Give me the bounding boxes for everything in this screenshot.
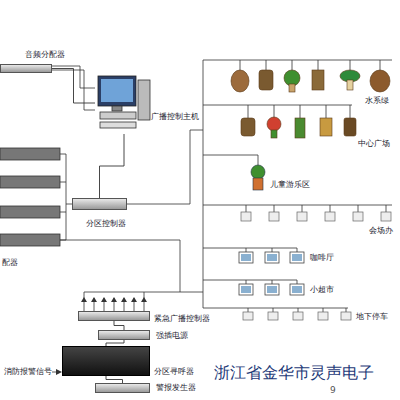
device-label: 广播控制主机 — [151, 112, 199, 122]
device-label: 紧急广播控制器 — [154, 314, 210, 324]
zone-controller: 分区控制器 — [72, 198, 127, 210]
wire — [114, 321, 124, 330]
alarm-generator: 警报发生器 — [95, 383, 150, 393]
zone-label: 地下停车 — [356, 312, 388, 322]
zone-label: 消防报警信号 — [4, 367, 52, 377]
zone-label: 9 — [330, 385, 336, 395]
audio-distributor: 音频分配器 — [0, 64, 52, 73]
device-label: 分区寻呼器 — [154, 367, 194, 377]
power-unit: 强插电源 — [98, 330, 150, 340]
wire — [106, 376, 123, 383]
wire — [52, 69, 95, 104]
device-label: 强插电源 — [156, 331, 188, 341]
zone-label: 水系绿 — [365, 96, 389, 106]
control-host: 广播控制主机 — [95, 72, 153, 134]
device-label: 分区控制器 — [86, 219, 126, 229]
zone-label: 会场办 — [369, 226, 393, 236]
zone-label: 咖啡厅 — [310, 253, 334, 263]
zone-label: 中心广场 — [358, 139, 390, 149]
zone-label: 配器 — [2, 258, 18, 268]
zone-label: 浙江省金华市灵声电子 — [214, 364, 374, 382]
zone-label: 小超市 — [310, 285, 334, 295]
emergency-controller: 紧急广播控制器 — [78, 311, 150, 321]
wire — [100, 134, 125, 198]
zone-pager: 分区寻呼器 — [62, 346, 150, 376]
device-label: 警报发生器 — [156, 383, 196, 393]
device-label: 音频分配器 — [25, 50, 65, 60]
zone-label: 儿童游乐区 — [270, 180, 310, 190]
